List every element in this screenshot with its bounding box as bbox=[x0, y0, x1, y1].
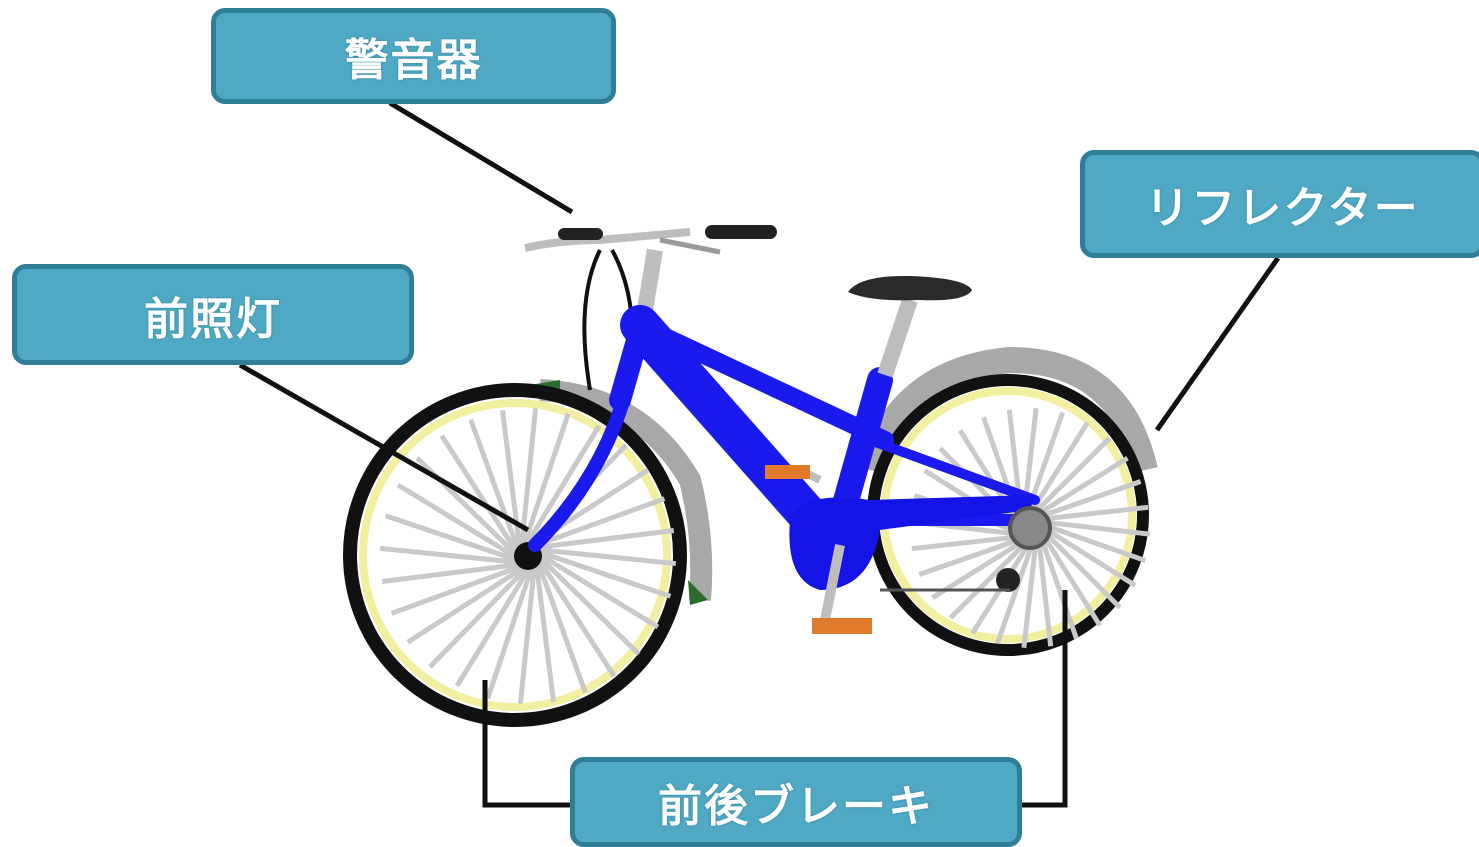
leader-horn bbox=[388, 100, 574, 215]
spoke bbox=[1037, 479, 1142, 520]
derailleur bbox=[996, 568, 1020, 592]
label-horn: 警音器 bbox=[211, 8, 616, 104]
spoke bbox=[534, 566, 556, 703]
crank-arm bbox=[820, 544, 845, 621]
pedal-rear bbox=[765, 465, 810, 479]
spoke bbox=[535, 496, 666, 548]
label-reflector: リフレクター bbox=[1080, 150, 1479, 258]
handlebar-stem bbox=[637, 248, 663, 312]
front-mudflap bbox=[688, 580, 708, 605]
brake-cable bbox=[582, 249, 602, 391]
spoke bbox=[439, 434, 518, 552]
leader-reflector bbox=[1154, 256, 1281, 432]
spoke bbox=[1038, 535, 1079, 640]
leader-headlight bbox=[238, 362, 530, 533]
spoke bbox=[994, 540, 1036, 645]
spoke bbox=[396, 482, 516, 559]
spoke bbox=[536, 563, 588, 694]
spoke bbox=[1042, 519, 1151, 537]
handle-grip-right bbox=[705, 225, 777, 239]
spoke bbox=[918, 536, 1023, 577]
spoke bbox=[1042, 525, 1137, 588]
spoke bbox=[379, 545, 516, 565]
label-brakes-text: 前後ブレーキ bbox=[658, 781, 934, 832]
spoke bbox=[522, 412, 571, 544]
spoke bbox=[948, 539, 1029, 620]
handlebar bbox=[524, 228, 691, 252]
spoke bbox=[540, 553, 660, 630]
spoke bbox=[428, 567, 527, 669]
spoke bbox=[1040, 532, 1103, 627]
chain-guard bbox=[789, 495, 1035, 590]
spoke bbox=[1034, 455, 1129, 518]
label-brakes: 前後ブレーキ bbox=[570, 757, 1022, 847]
spoke bbox=[931, 538, 1026, 601]
rear-fender bbox=[857, 346, 1158, 474]
spoke bbox=[468, 418, 520, 549]
label-reflector-text: リフレクター bbox=[1145, 183, 1420, 234]
leader-brakes-left bbox=[482, 680, 570, 808]
spoke bbox=[1042, 522, 1147, 564]
front-wheel bbox=[343, 383, 687, 727]
spoke bbox=[540, 547, 677, 567]
spoke bbox=[1036, 538, 1054, 647]
brake-lever bbox=[659, 237, 721, 255]
spoke bbox=[390, 564, 521, 616]
spoke bbox=[540, 550, 672, 599]
leader-lines bbox=[238, 100, 1281, 808]
pedal-front bbox=[812, 618, 872, 634]
spoke bbox=[911, 534, 1020, 552]
spoke bbox=[517, 568, 537, 705]
label-headlight: 前照灯 bbox=[12, 264, 414, 365]
spoke bbox=[454, 568, 531, 688]
spoke bbox=[539, 557, 641, 656]
rear-sprocket bbox=[1008, 506, 1052, 550]
spoke bbox=[381, 562, 518, 584]
spoke bbox=[519, 407, 539, 544]
spoke bbox=[485, 568, 534, 700]
front-fender bbox=[539, 379, 713, 601]
seat-post bbox=[877, 297, 918, 378]
spoke bbox=[538, 560, 617, 678]
saddle bbox=[848, 275, 972, 301]
spoke bbox=[525, 424, 602, 544]
spoke bbox=[538, 528, 675, 550]
label-headlight-text: 前照灯 bbox=[144, 293, 282, 345]
spoke bbox=[1040, 504, 1149, 522]
spoke bbox=[1031, 436, 1112, 517]
label-horn-text: 警音器 bbox=[344, 35, 483, 86]
spoke bbox=[1021, 540, 1039, 649]
spoke bbox=[406, 566, 524, 645]
leader-brakes-right bbox=[1022, 590, 1068, 808]
spoke bbox=[384, 513, 516, 562]
spoke bbox=[1041, 529, 1122, 610]
handle-grip-left bbox=[558, 228, 603, 240]
